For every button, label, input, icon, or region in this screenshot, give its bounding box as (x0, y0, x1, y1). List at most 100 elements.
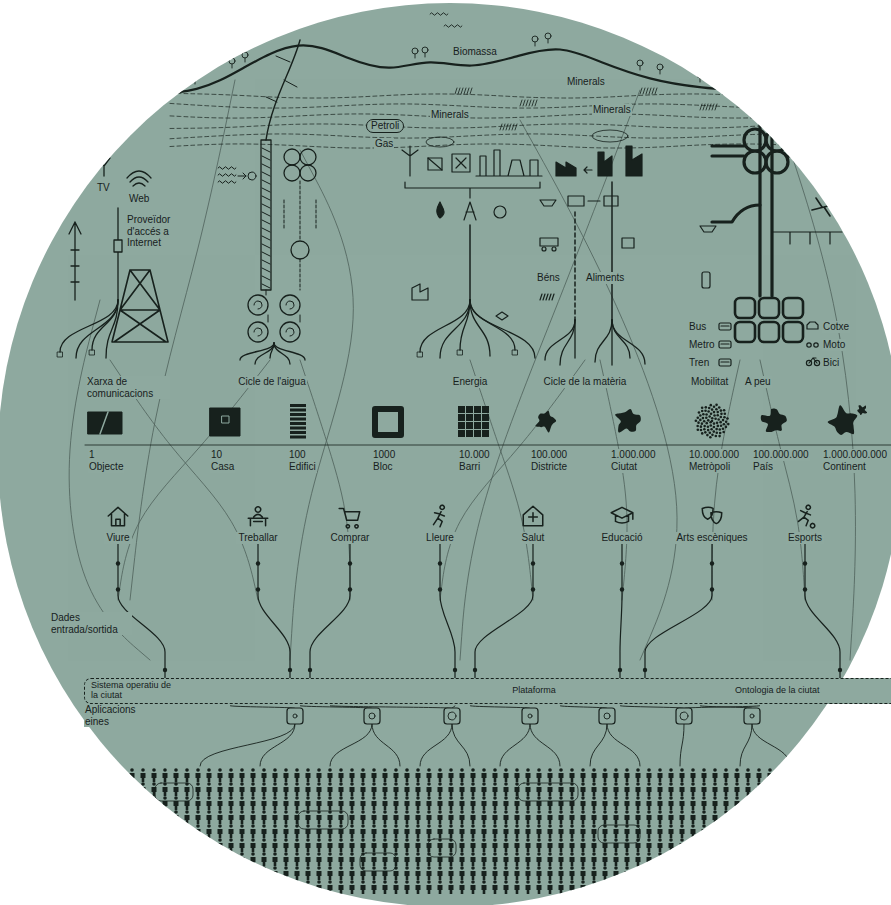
people-crowd-part (768, 843, 773, 852)
scale-icon-part (535, 411, 556, 433)
people-crowd-part (625, 871, 630, 880)
people-crowd-part (393, 801, 398, 810)
people-crowd-part (724, 782, 728, 786)
people-crowd-part (592, 829, 597, 838)
people-crowd-part (438, 880, 442, 884)
people-crowd-part (306, 880, 310, 884)
people-crowd-part (317, 838, 321, 842)
people-crowd-part (515, 801, 520, 810)
scale-icon-part (697, 428, 700, 431)
underground-layer (170, 93, 890, 148)
people-crowd-part (152, 815, 157, 824)
scale-icon-part (482, 414, 489, 421)
people-crowd-part (592, 852, 596, 856)
app-icon-part (522, 708, 538, 724)
people-crowd-part (284, 880, 288, 884)
people-crowd-part (592, 857, 597, 866)
people-crowd-part (207, 843, 212, 852)
people-crowd-part (481, 829, 486, 838)
scale-icon-part (718, 428, 721, 431)
people-crowd-part (174, 801, 179, 810)
people-crowd-part (669, 838, 673, 842)
people-crowd-part (614, 787, 619, 796)
energy-system-part (405, 182, 540, 198)
people-crowd-part (790, 871, 795, 880)
people-crowd-part (658, 773, 663, 782)
underground-layer-part (170, 93, 890, 98)
people-crowd-part (625, 782, 629, 786)
people-crowd-part (141, 885, 146, 894)
scale-icon-part (696, 425, 699, 428)
people-crowd-part (526, 815, 531, 824)
people-crowd-part (746, 857, 751, 866)
people-group-part (598, 825, 640, 843)
people-crowd-part (680, 796, 684, 800)
people-crowd-part (350, 796, 354, 800)
people-crowd-part (141, 871, 146, 880)
people-crowd-part (548, 838, 552, 842)
landscape-part (444, 25, 462, 28)
scale-icon-part (290, 404, 306, 407)
people-crowd-part (251, 768, 255, 772)
people-crowd-part (174, 871, 179, 880)
resource-label: Gas (374, 138, 394, 150)
people-crowd-part (328, 796, 332, 800)
people-crowd-part (229, 782, 233, 786)
scale-name: Barri (458, 461, 481, 473)
people-crowd-part (570, 880, 574, 884)
people-crowd-part (768, 852, 772, 856)
people-crowd-part (503, 885, 508, 894)
people-crowd-part (174, 810, 178, 814)
people-crowd-part (548, 871, 553, 880)
people-crowd-part (537, 768, 541, 772)
people-crowd-part (515, 838, 519, 842)
people-crowd-part (207, 815, 212, 824)
water-cycle-part (248, 172, 256, 180)
people-crowd-part (603, 773, 608, 782)
scale-icon-part (718, 435, 721, 438)
matter-cycle-part (574, 212, 576, 320)
people-crowd-part (174, 824, 178, 828)
people-crowd-part (735, 843, 740, 852)
people-crowd-part (284, 796, 288, 800)
people-crowd-part (426, 857, 431, 866)
people-crowd-part (448, 815, 453, 824)
matter-cycle-part (556, 146, 642, 176)
flow-dot (438, 587, 442, 591)
people-crowd-part (251, 857, 256, 866)
people-crowd-part (108, 866, 112, 870)
people-crowd-part (757, 815, 762, 824)
people-crowd-part (724, 852, 728, 856)
people-crowd-part (757, 880, 761, 884)
people-crowd-part (614, 796, 618, 800)
people-crowd-part (449, 880, 453, 884)
people-crowd-part (493, 866, 497, 870)
people-crowd-part (757, 768, 761, 772)
mobility-network-part (744, 129, 766, 151)
people-crowd-part (592, 782, 596, 786)
scale-icon-part (710, 412, 713, 415)
people-crowd-part (471, 782, 475, 786)
flow-dot (531, 587, 535, 591)
scale-icon-part (699, 419, 702, 422)
landscape-part (657, 64, 663, 70)
activity-icon (609, 503, 635, 529)
people-crowd-part (261, 885, 266, 894)
people-crowd-part (382, 829, 387, 838)
activity-icon (702, 507, 722, 523)
scale-name: Casa (210, 461, 235, 473)
people-crowd-part (647, 810, 651, 814)
people-crowd-part (295, 866, 299, 870)
people-crowd-part (218, 838, 222, 842)
people-crowd-part (283, 801, 288, 810)
flow-dot (803, 561, 807, 565)
people-crowd-part (152, 857, 157, 866)
scale-icon-part (222, 416, 229, 423)
app-flow-part (372, 724, 400, 766)
people-crowd-part (185, 866, 189, 870)
people-crowd-part (382, 787, 387, 796)
people-crowd-part (328, 782, 332, 786)
people-crowd-part (207, 787, 212, 796)
people-crowd-part (746, 852, 750, 856)
people-crowd-part (515, 843, 520, 852)
